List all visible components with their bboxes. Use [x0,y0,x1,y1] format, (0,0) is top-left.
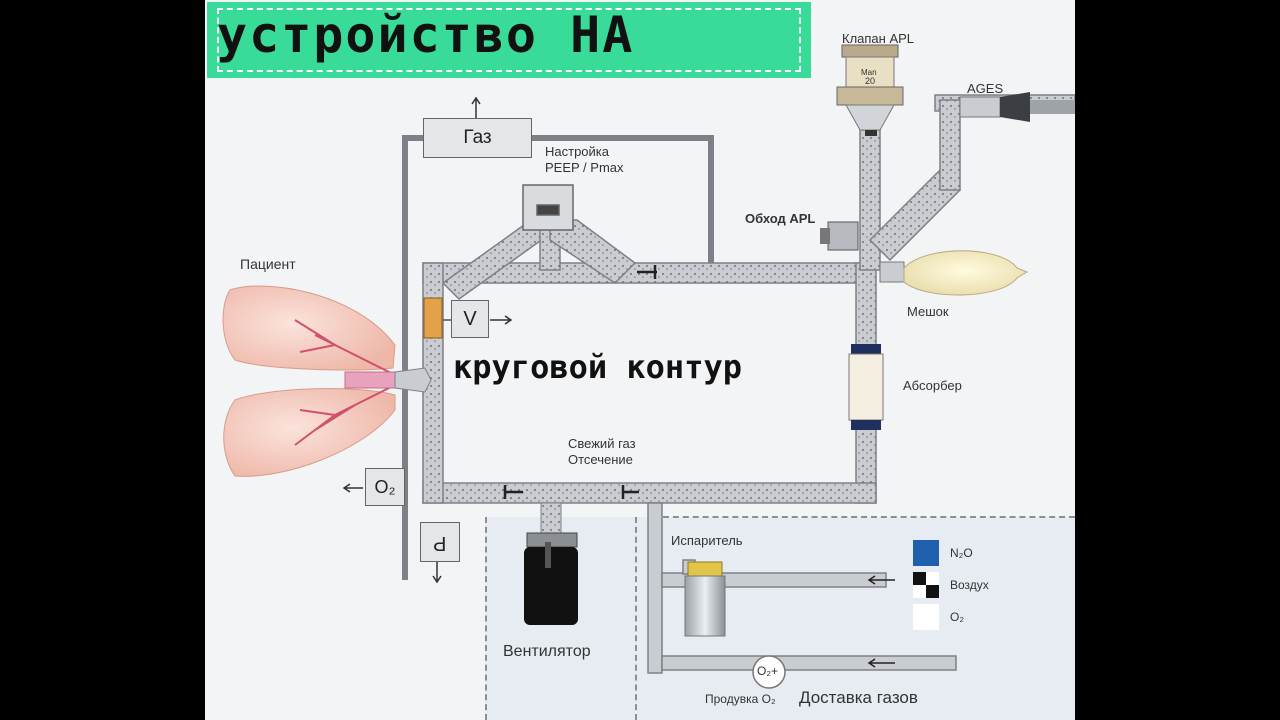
legend-swatch-air [913,572,939,598]
vaporizer [684,561,726,637]
gas-label: Газ [463,127,492,148]
p-arrow [432,562,442,584]
gas-arrow [471,96,481,120]
banner-border [217,8,801,72]
gas-monitor-box: Газ [423,118,532,158]
o2-arrow [342,483,363,493]
circuit-label: круговой контур [453,348,742,386]
absorber-label: Абсорбер [903,378,962,393]
ages-connector [959,92,1075,122]
title-banner: устройство НА [207,2,811,78]
peep-label: Настройка PEEP / Pmax [545,144,624,175]
patient-label: Пациент [240,256,296,272]
o2-sensor-label: O₂ [374,476,396,497]
ventilator-bellows [524,502,578,625]
legend-item-o2: O₂ [913,604,1033,632]
circuit-schematic [222,44,1075,689]
o2-flush-button [752,655,786,689]
check-valves [503,265,657,499]
delivery-divider [663,516,1075,518]
o2-flush-label: Продувка O₂ [705,692,776,706]
fresh-gas-label: Свежий газ Отсечение [568,436,636,467]
legend-label-air: Воздух [950,578,989,592]
v-arrow [490,315,513,325]
p-label: P [433,531,447,554]
o2-flush-symbol: O₂+ [757,664,778,678]
lungs [222,285,432,477]
apl-bypass [820,221,859,251]
gas-delivery-label: Доставка газов [799,688,918,707]
legend-swatch-o2 [913,604,939,630]
peep-valve [522,184,574,231]
diagram-canvas: устройство НА Газ V O₂ P Пациент Настрой… [205,0,1075,720]
ages-label: AGES [967,81,1004,96]
pressure-sensor-box: P [420,522,460,562]
absorber-canister [848,344,884,430]
apl-valve-label: Клапан APL [842,31,915,46]
apl-valve [836,44,904,136]
legend-label-o2: O₂ [950,610,964,624]
apl-value-label: 20 [865,76,876,86]
o2-sensor-box: O₂ [365,468,405,506]
volume-sensor-box: V [451,300,489,338]
gas-sample-line [402,135,714,580]
ventilator-label: Вентилятор [503,643,591,660]
flow-sensor [423,297,453,339]
v-label: V [463,307,477,330]
apl-man-label: Man [861,68,877,77]
legend-item-n2o: N₂O [913,540,1033,568]
ventilator-area [485,517,637,720]
legend-item-air: Воздух [913,572,1033,600]
reservoir-bag [879,250,1029,296]
gas-delivery-area [485,517,1075,720]
inflow-arrows [867,575,895,668]
vaporizer-label: Испаритель [671,533,743,548]
bag-label: Мешок [907,304,949,319]
legend-label-n2o: N₂O [950,546,973,560]
legend-swatch-n2o [913,540,939,566]
page-title: устройство НА [217,6,635,64]
apl-bypass-label: Обход APL [745,211,816,226]
